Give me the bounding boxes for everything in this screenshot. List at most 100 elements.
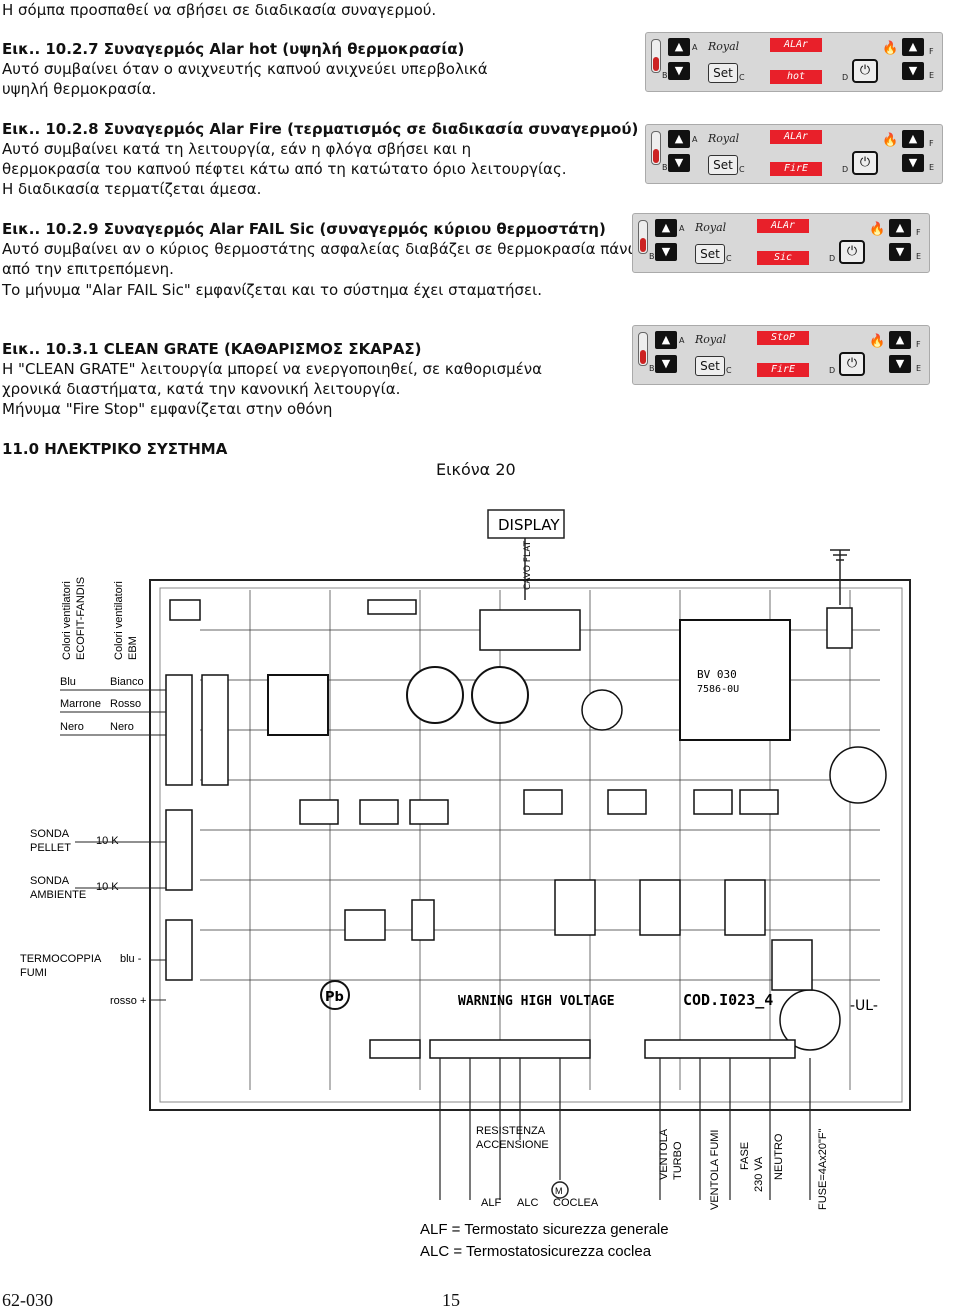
neutral-label: NEUTRO: [773, 1133, 785, 1180]
section-text: Το μήνυμα "Alar FAIL Sic" εμφανίζεται κα…: [2, 281, 543, 299]
down-button-b[interactable]: ▼: [668, 154, 690, 172]
set-button[interactable]: Set: [708, 63, 738, 83]
thermometer-icon: [638, 220, 648, 254]
down-button-e[interactable]: ▼: [902, 62, 924, 80]
thermocouple-label: FUMI: [20, 967, 47, 979]
royal-logo: Royal: [708, 132, 740, 145]
royal-logo: Royal: [708, 40, 740, 53]
fan-colors-label: ECOFIT-FANDIS: [75, 577, 87, 660]
flame-icon: 🔥: [882, 133, 899, 148]
power-button[interactable]: ⏻: [839, 352, 865, 376]
legend-alc: ALC = Termostatosicurezza coclea: [420, 1243, 652, 1260]
key-label: E: [916, 252, 922, 261]
connector: [826, 607, 853, 649]
transformer: [679, 619, 791, 741]
triac: [344, 909, 386, 941]
up-button-a[interactable]: ▲: [655, 331, 677, 349]
up-button-a[interactable]: ▲: [655, 219, 677, 237]
key-label: D: [829, 366, 836, 375]
section-text: Η "CLEAN GRATE" λειτουργία μπορεί να ενε…: [2, 360, 543, 378]
connector: [369, 1039, 421, 1059]
ground-icon: [830, 549, 850, 605]
phase-label: FASE: [739, 1142, 751, 1170]
up-button-a[interactable]: ▲: [668, 38, 690, 56]
up-button-f[interactable]: ▲: [889, 219, 911, 237]
display-top: ALAr: [770, 38, 822, 52]
power-button[interactable]: ⏻: [839, 240, 865, 264]
down-button-b[interactable]: ▼: [655, 355, 677, 373]
display-box: [487, 509, 565, 539]
resistor-label: 10 K: [96, 881, 119, 893]
resistor-label: RESISTENZA: [476, 1125, 546, 1137]
set-button[interactable]: Set: [708, 155, 738, 175]
legend-alf: ALF = Termostato sicurezza generale: [420, 1221, 669, 1238]
thermometer-icon: [651, 131, 661, 165]
probe-label: SONDA: [30, 875, 70, 887]
triac: [771, 939, 813, 991]
fan-connector: [201, 674, 229, 786]
key-label: D: [842, 165, 849, 174]
up-button-f[interactable]: ▲: [902, 38, 924, 56]
pb-mark: [320, 980, 350, 1010]
power-button[interactable]: ⏻: [852, 151, 878, 175]
power-button[interactable]: ⏻: [852, 59, 878, 83]
warning-label: WARNING HIGH VOLTAGE: [458, 994, 615, 1009]
set-button[interactable]: Set: [695, 244, 725, 264]
resistor-label: ACCENSIONE: [476, 1139, 549, 1151]
thermocouple-connector: [165, 919, 193, 981]
up-button-f[interactable]: ▲: [902, 130, 924, 148]
thermocouple-label: TERMOCOPPIA: [20, 953, 102, 965]
down-button-e[interactable]: ▼: [902, 154, 924, 172]
resistor: [411, 899, 435, 941]
connector: [169, 599, 201, 621]
section-title-electrical: 11.0 ΗΛΕΚΤΡΙΚΟ ΣΥΣΤΗΜΑ: [2, 440, 228, 458]
set-button[interactable]: Set: [695, 356, 725, 376]
fan-connector: [165, 674, 193, 786]
key-label: E: [929, 163, 935, 172]
resistor-label: 10 K: [96, 835, 119, 847]
down-button-b[interactable]: ▼: [655, 243, 677, 261]
ic: [299, 799, 339, 825]
motor-icon: [551, 1181, 569, 1199]
royal-logo: Royal: [695, 333, 727, 346]
section-text: Μήνυμα "Fire Stop" εμφανίζεται στην οθόν…: [2, 400, 333, 418]
triac: [639, 879, 681, 936]
probe-label: SONDA: [30, 828, 70, 840]
wire-color: Rosso: [110, 698, 141, 710]
doc-code: 62-030: [2, 1290, 53, 1310]
up-button-a[interactable]: ▲: [668, 130, 690, 148]
key-label: D: [829, 254, 836, 263]
triac: [554, 879, 596, 936]
capacitor: [406, 666, 464, 724]
svg-text:Pb: Pb: [325, 990, 344, 1005]
wire-color: Nero: [110, 721, 134, 733]
down-button-e[interactable]: ▼: [889, 243, 911, 261]
ul-mark: -UL-: [850, 998, 878, 1014]
key-label: C: [726, 254, 732, 263]
down-button-b[interactable]: ▼: [668, 62, 690, 80]
auger-label: COCLEA: [553, 1197, 599, 1209]
down-button-e[interactable]: ▼: [889, 355, 911, 373]
ic: [739, 789, 779, 815]
connector: [429, 1039, 591, 1059]
board-code: COD.I023_4: [683, 991, 773, 1009]
section-text: Αυτό συμβαίνει αν ο κύριος θερμοστάτης α…: [2, 240, 641, 258]
filter: [829, 746, 887, 804]
fan-fumi-label: VENTOLA FUMI: [709, 1130, 721, 1210]
display-bottom: hot: [770, 70, 822, 84]
up-button-f[interactable]: ▲: [889, 331, 911, 349]
display-label: DISPLAY: [498, 516, 560, 534]
probe-label: AMBIENTE: [30, 889, 86, 901]
wire-color: Bianco: [110, 676, 144, 688]
wire-color: Marrone: [60, 698, 101, 710]
ic: [693, 789, 733, 815]
key-label: B: [649, 364, 655, 373]
probe-label: PELLET: [30, 842, 71, 854]
capacitor: [471, 666, 529, 724]
display-top: ALAr: [757, 219, 809, 233]
alf-label: ALF: [481, 1197, 501, 1209]
key-label: A: [679, 224, 685, 233]
key-label: A: [692, 135, 698, 144]
